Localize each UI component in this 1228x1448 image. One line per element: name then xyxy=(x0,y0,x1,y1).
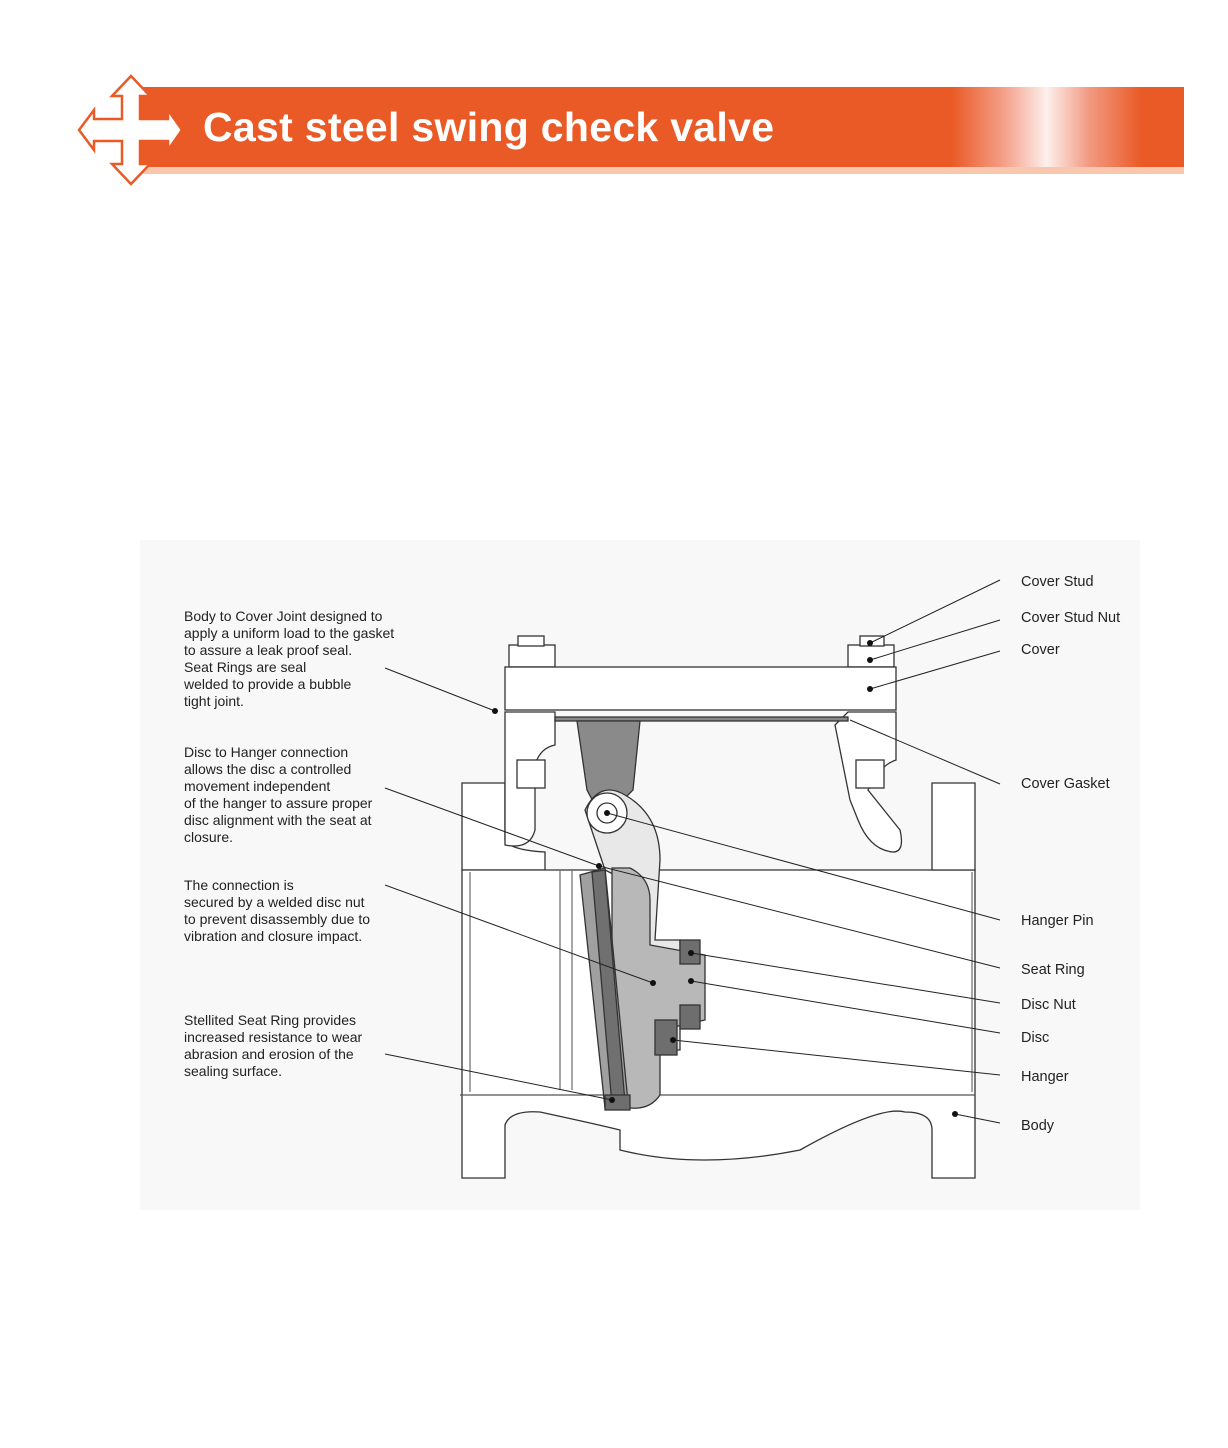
note-body-cover-joint: Body to Cover Joint designed to apply a … xyxy=(184,608,395,709)
label-hanger: Hanger xyxy=(1021,1069,1069,1085)
cover-studs xyxy=(508,635,895,789)
cover-gasket xyxy=(554,716,849,722)
note-welded-disc-nut: The connection is secured by a welded di… xyxy=(184,877,370,944)
title-banner xyxy=(128,87,1184,167)
label-cover-stud-nut: Cover Stud Nut xyxy=(1021,610,1121,626)
note-stellited-seat-ring: Stellited Seat Ring provides increased r… xyxy=(184,1012,363,1079)
disc xyxy=(611,867,706,1109)
label-hanger-pin: Hanger Pin xyxy=(1021,913,1094,929)
label-seat-ring: Seat Ring xyxy=(1021,962,1085,978)
label-disc-nut: Disc Nut xyxy=(1021,997,1076,1013)
four-way-arrow-icon xyxy=(77,74,184,186)
note-disc-hanger-connection: Disc to Hanger connection allows the dis… xyxy=(184,744,373,845)
leader-lines xyxy=(384,579,1001,1124)
label-cover: Cover xyxy=(1021,642,1060,658)
banner-underline xyxy=(128,167,1184,174)
label-cover-gasket: Cover Gasket xyxy=(1021,776,1110,792)
cover xyxy=(504,666,897,711)
label-disc: Disc xyxy=(1021,1030,1050,1046)
page-title: Cast steel swing check valve xyxy=(203,104,775,150)
label-body: Body xyxy=(1021,1118,1055,1134)
label-cover-stud: Cover Stud xyxy=(1021,574,1094,590)
leader-dots xyxy=(492,640,958,1117)
